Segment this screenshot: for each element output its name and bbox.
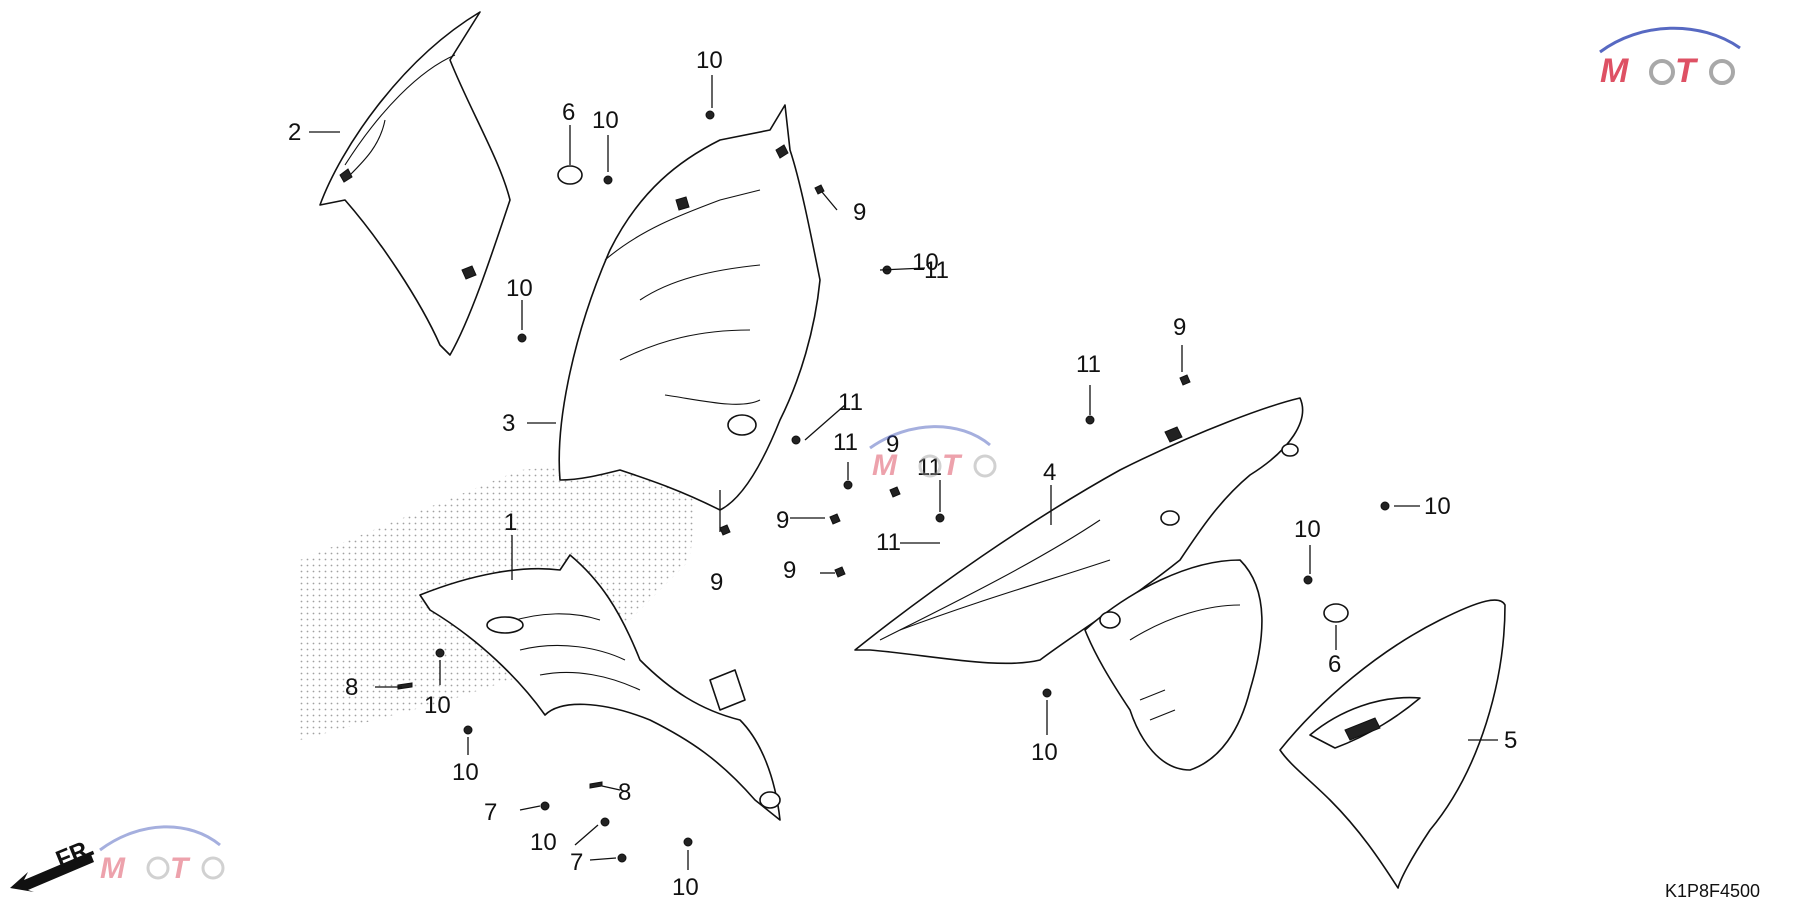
callout-10-h: 10	[452, 759, 479, 786]
front-direction-indicator: FR.	[10, 834, 98, 892]
callout-7-lower: 7	[570, 849, 583, 876]
callout-11-b: 11	[1076, 351, 1101, 378]
callout-10-g: 10	[424, 692, 451, 719]
callout-2: 2	[288, 119, 301, 146]
callout-11-c: 11	[838, 389, 863, 416]
callout-9-b: 9	[886, 431, 899, 458]
grommet-6-right	[1323, 603, 1349, 623]
callout-8-left: 8	[345, 674, 358, 701]
part-4-lower-extension	[1084, 559, 1263, 771]
callout-9-d: 9	[710, 569, 723, 596]
diagram-code: K1P8F4500	[1665, 881, 1760, 901]
callout-10-d: 10	[1424, 493, 1451, 520]
callout-5: 5	[1504, 727, 1517, 754]
part-5-front-cover	[1279, 599, 1506, 889]
part-2-side-cover	[319, 11, 511, 356]
callout-6-right: 6	[1328, 651, 1341, 678]
svg-text:M: M	[872, 449, 898, 482]
grommet-6-upper	[557, 165, 583, 185]
callout-8-right: 8	[618, 779, 631, 806]
front-label: FR.	[52, 834, 98, 874]
callout-1: 1	[504, 509, 517, 536]
callout-10-k: 10	[912, 249, 939, 276]
svg-text:M: M	[1600, 52, 1629, 90]
callout-11-a: 11	[924, 257, 949, 284]
callout-7-left: 7	[484, 799, 497, 826]
callout-10-i: 10	[530, 829, 557, 856]
callout-10-f: 10	[1031, 739, 1058, 766]
part-3-inner-panel	[558, 104, 821, 511]
part-1-lower-panel	[419, 554, 781, 821]
watermark-logo-center: M T	[869, 425, 997, 482]
part-4-side-cover	[854, 397, 1304, 665]
callout-11-d: 11	[833, 429, 858, 456]
watermark-logo-bottom-left: M T	[99, 825, 225, 885]
callout-10-e: 10	[1294, 516, 1321, 543]
callouts: 1 2 3 4 5 6 6 7 7 8 8 9 9 9 9 9 9 10 10 …	[288, 47, 1517, 901]
callout-10-b: 10	[592, 107, 619, 134]
callout-6-upper: 6	[562, 99, 575, 126]
callout-10-c: 10	[506, 275, 533, 302]
svg-text:T: T	[170, 852, 191, 885]
callout-11-e: 11	[917, 454, 942, 481]
svg-text:T: T	[1675, 52, 1699, 90]
leader-lines	[309, 75, 1498, 870]
svg-text:M: M	[100, 852, 126, 885]
fasteners	[397, 110, 1390, 863]
svg-text:T: T	[942, 449, 963, 482]
callout-10-top: 10	[696, 47, 723, 74]
callout-10-j: 10	[672, 874, 699, 901]
front-arrow-icon	[10, 852, 94, 892]
callout-11-f: 11	[876, 529, 901, 556]
callout-9-top: 9	[853, 199, 866, 226]
callout-9-a: 9	[1173, 314, 1186, 341]
callout-9-e: 9	[783, 557, 796, 584]
watermark-logo-top-right: M T	[1599, 26, 1741, 90]
callout-4: 4	[1043, 459, 1056, 486]
callout-3: 3	[502, 410, 515, 437]
callout-9-c: 9	[776, 507, 789, 534]
